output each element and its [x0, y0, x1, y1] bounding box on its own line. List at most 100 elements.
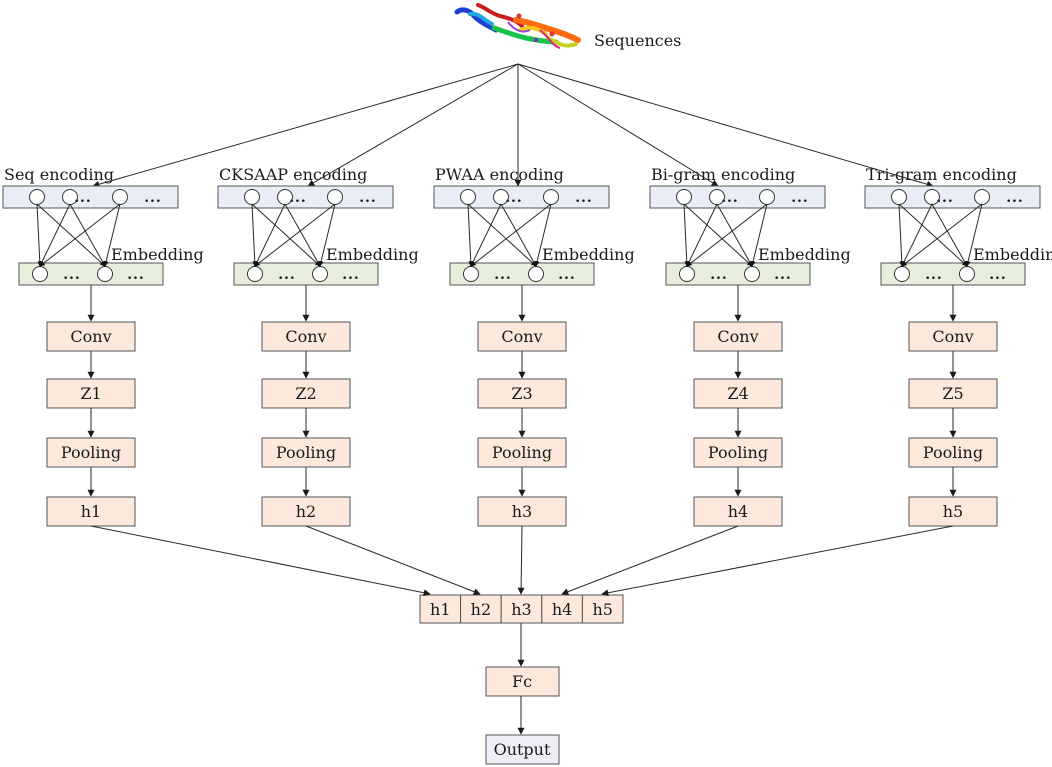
embedding-ellipsis-1: ...: [925, 267, 943, 283]
embedding-label: Embedding: [326, 245, 419, 264]
embedding-label: Embedding: [111, 245, 204, 264]
encoding-node: [112, 189, 128, 205]
encoding-ellipsis-1: ...: [289, 190, 307, 206]
embedding-ellipsis-2: ...: [989, 267, 1007, 283]
embedding-ellipsis-1: ...: [710, 267, 728, 283]
encoding-node: [460, 189, 476, 205]
pooling-layer-label: Pooling: [923, 443, 983, 462]
embedding-connection: [686, 203, 768, 267]
embedding-ellipsis-1: ...: [63, 267, 81, 283]
embedding-connection: [716, 203, 753, 268]
pooling-layer: [261, 437, 351, 468]
embedding-node: [97, 266, 113, 282]
encoding-node: [244, 189, 260, 205]
z-layer: [908, 378, 998, 409]
encoding-ellipsis-1: ...: [74, 190, 92, 206]
z-layer: [46, 378, 136, 409]
arrow-sequences-to-encoding: [517, 63, 934, 188]
encoding-ellipsis-1: ...: [721, 190, 739, 206]
embedding-connection: [39, 203, 121, 267]
conv-layer-label: Conv: [717, 327, 758, 346]
embedding-connection: [750, 203, 768, 268]
h-layer-label: h5: [943, 502, 963, 521]
embedding-node: [894, 266, 910, 282]
embedding-connection: [36, 203, 106, 267]
arrow-sequences-to-encoding: [517, 63, 719, 187]
embedding-label: Embedding: [973, 245, 1052, 264]
concat-vector: h1 h2 h3 h4 h5: [419, 594, 624, 624]
embedding-ellipsis-1: ...: [278, 267, 296, 283]
output-label: Output: [494, 740, 551, 759]
concat-cell-h5: h5: [592, 600, 612, 619]
pooling-layer: [908, 437, 998, 468]
encoding-ellipsis-2: ...: [359, 190, 377, 206]
pooling-layer-label: Pooling: [61, 443, 121, 462]
output-node: [485, 734, 560, 765]
embedding-node: [744, 266, 760, 282]
conv-layer: [693, 321, 783, 352]
embedding-node: [679, 266, 695, 282]
conv-layer-label: Conv: [932, 327, 973, 346]
h-layer-label: h1: [81, 502, 101, 521]
embedding-node: [312, 266, 328, 282]
z-layer: [261, 378, 351, 409]
conv-layer: [477, 321, 567, 352]
embedding-connection: [39, 203, 71, 268]
encoding-node: [543, 189, 559, 205]
branch-4: Bi-gram encoding............EmbeddingCon…: [517, 63, 851, 595]
embedding-connection: [254, 203, 286, 268]
encoding-node: [891, 189, 907, 205]
embedding-connection: [500, 203, 537, 268]
pooling-layer-label: Pooling: [492, 443, 552, 462]
encoding-label: PWAA encoding: [435, 165, 564, 184]
arrow-sequences-to-encoding: [92, 63, 519, 188]
pooling-layer-label: Pooling: [708, 443, 768, 462]
encoding-node: [676, 189, 692, 205]
embedding-connection: [686, 203, 718, 268]
embedding-connection: [467, 203, 474, 268]
embedding-node: [528, 266, 544, 282]
sequences-label: Sequences: [594, 31, 681, 50]
embedding-label: Embedding: [542, 245, 635, 264]
embedding-connection: [470, 203, 552, 267]
encoding-label: Seq encoding: [4, 165, 114, 184]
embedding-connection: [284, 203, 321, 268]
arrow-sequences-to-encoding: [307, 63, 519, 187]
encoding-layer: [649, 185, 826, 209]
encoding-layer: [217, 185, 394, 209]
encoding-layer: [864, 185, 1041, 209]
arrow-h-to-concat: [561, 525, 739, 595]
h-layer: [261, 496, 351, 527]
arrow-h-to-concat: [90, 525, 431, 597]
branch-3: PWAA encoding............EmbeddingConvZ3…: [433, 64, 635, 595]
encoding-ellipsis-1: ...: [505, 190, 523, 206]
embedding-connection: [318, 203, 336, 268]
encoding-node: [29, 189, 45, 205]
fc-layer: [485, 666, 560, 697]
embedding-node: [463, 266, 479, 282]
embedding-ellipsis-1: ...: [494, 267, 512, 283]
encoding-layer: [2, 185, 179, 209]
embedding-connection: [683, 203, 753, 267]
z-layer: [477, 378, 567, 409]
conv-layer-label: Conv: [70, 327, 111, 346]
h-layer-label: h3: [512, 502, 532, 521]
fc-label: Fc: [512, 672, 532, 691]
z-layer-label: Z5: [942, 384, 963, 403]
h-layer: [908, 496, 998, 527]
z-layer: [693, 378, 783, 409]
encoding-node: [974, 189, 990, 205]
embedding-connection: [467, 203, 537, 267]
encoding-ellipsis-2: ...: [1006, 190, 1024, 206]
embedding-connection: [36, 203, 43, 268]
conv-layer: [46, 321, 136, 352]
h-layer-label: h4: [728, 502, 748, 521]
z-layer-label: Z3: [511, 384, 532, 403]
embedding-connection: [965, 203, 983, 268]
embedding-ellipsis-2: ...: [342, 267, 360, 283]
embedding-node: [959, 266, 975, 282]
arrow-h-to-concat: [601, 525, 954, 597]
embedding-ellipsis-2: ...: [774, 267, 792, 283]
embedding-ellipsis-2: ...: [127, 267, 145, 283]
pooling-layer: [477, 437, 567, 468]
